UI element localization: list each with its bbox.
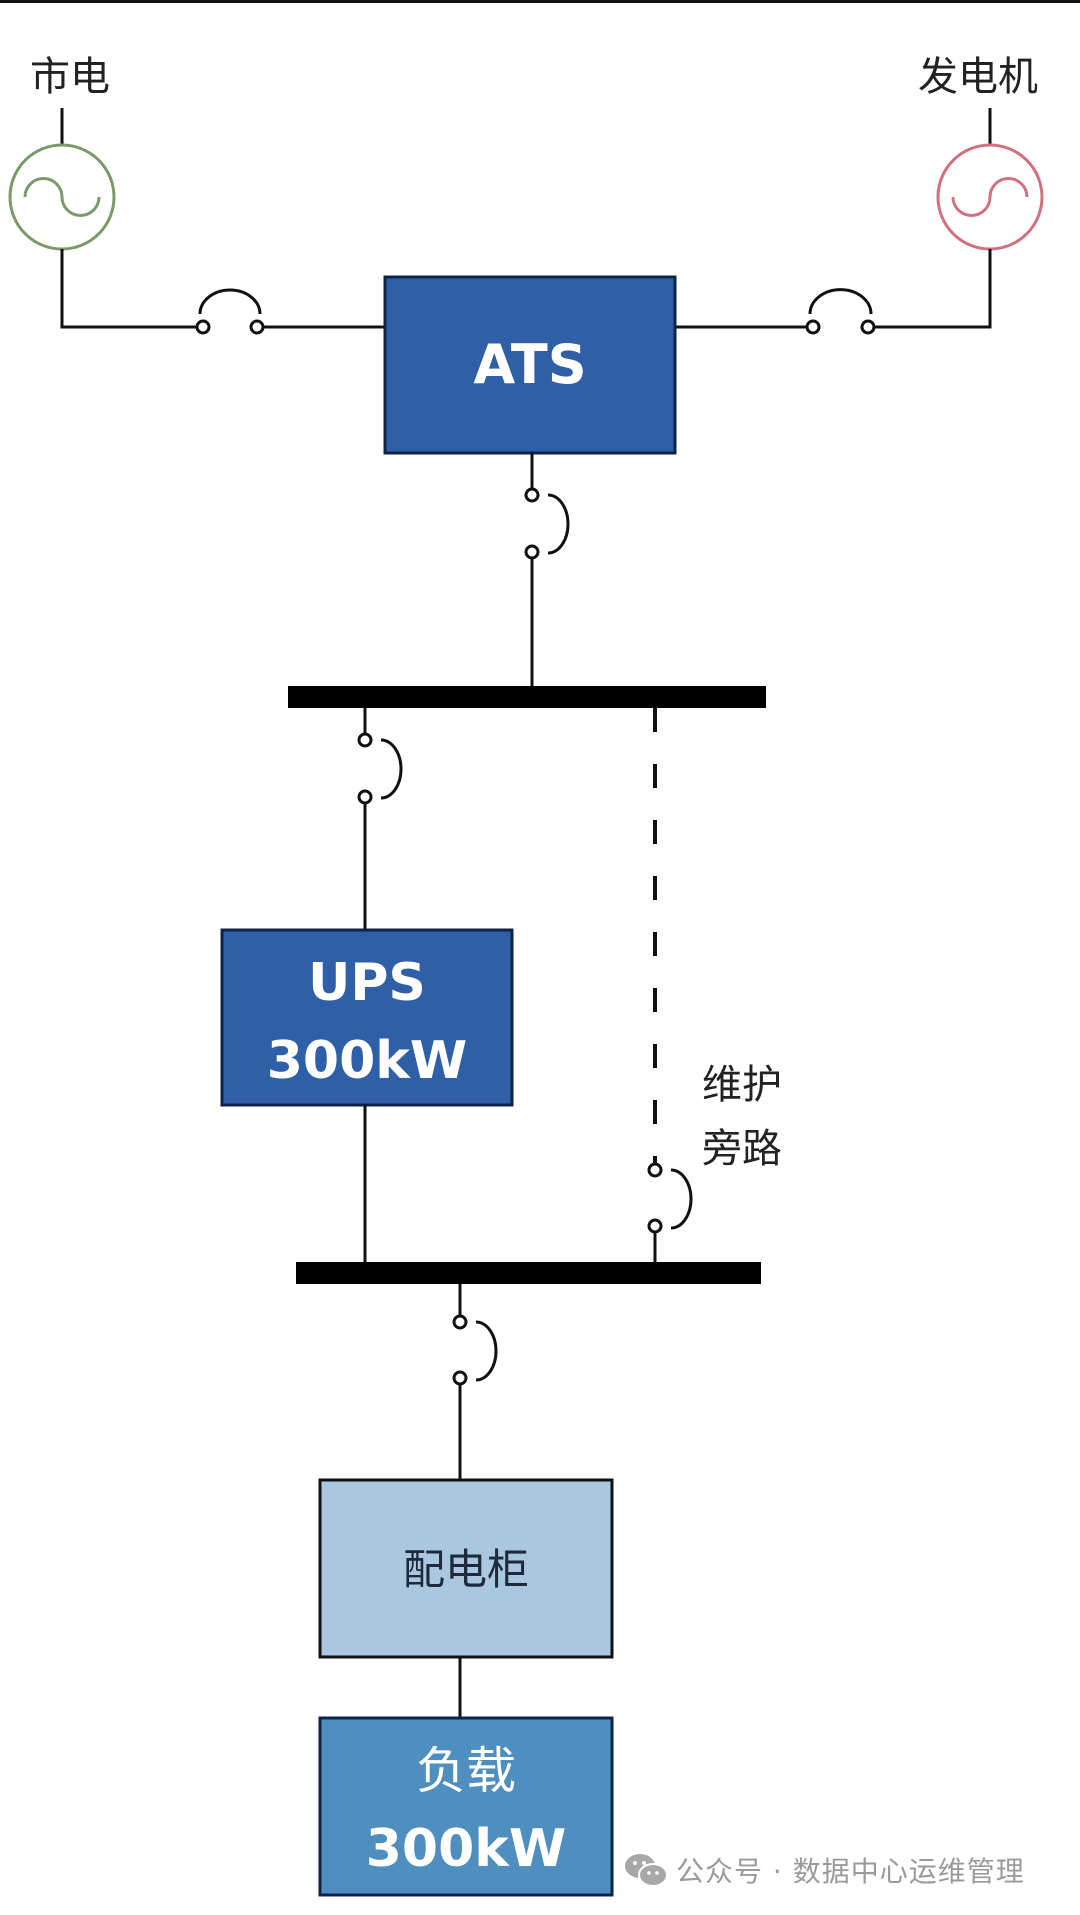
utility-breaker [195, 288, 385, 335]
ups-box [220, 928, 514, 1107]
utility-wire [60, 249, 200, 329]
breaker-arc-icon [198, 288, 262, 315]
utility-source: 市电 [8, 54, 200, 329]
maintenance-bypass: 维护 旁路 [647, 708, 782, 1264]
breaker-contact-icon [452, 1314, 468, 1330]
distribution-cabinet-box [318, 1478, 614, 1659]
breaker-contact-icon [249, 319, 265, 335]
breaker-contact-icon [452, 1370, 468, 1386]
breaker-contact-icon [524, 487, 540, 503]
distribution-cabinet-label: 配电柜 [403, 1545, 529, 1594]
breaker-contact-icon [357, 732, 373, 748]
load-label: 负载 [416, 1742, 516, 1800]
breaker-arc-icon [547, 493, 570, 555]
watermark-text: 公众号 · 数据中心运维管理 [676, 1855, 1025, 1888]
generator-label: 发电机 [918, 54, 1038, 100]
breaker-contact-icon [805, 319, 821, 335]
load-capacity-label: 300kW [366, 1819, 566, 1879]
breaker-arc-icon [475, 1320, 498, 1382]
ups-input-breaker [357, 708, 403, 930]
generator-wire [873, 249, 992, 329]
ups-block: UPS 300kW [220, 928, 514, 1107]
breaker-arc-icon [808, 288, 873, 315]
breaker-contact-icon [524, 544, 540, 560]
load-box [318, 1716, 614, 1897]
generator-breaker [675, 288, 876, 335]
bypass-label-line1: 维护 [702, 1062, 782, 1108]
sine-wave-icon [23, 177, 101, 217]
ats-block: ATS [383, 275, 677, 455]
breaker-arc-icon [380, 738, 403, 800]
ats-box [383, 275, 677, 455]
utility-label: 市电 [30, 54, 110, 100]
ups-capacity-label: 300kW [267, 1031, 467, 1091]
ats-label: ATS [473, 333, 586, 396]
breaker-contact-icon [647, 1162, 663, 1178]
distribution-cabinet-block: 配电柜 [318, 1478, 614, 1659]
ats-output-breaker [524, 453, 570, 694]
breaker-contact-icon [647, 1218, 663, 1234]
breaker-contact-icon [357, 789, 373, 805]
watermark: 公众号 · 数据中心运维管理 [624, 1848, 1025, 1892]
breaker-arc-icon [670, 1168, 693, 1230]
output-breaker [452, 1284, 498, 1480]
top-edge-bar [0, 0, 1080, 3]
generator-source: 发电机 [873, 54, 1044, 329]
wechat-icon [625, 1854, 668, 1887]
breaker-contact-icon [860, 319, 876, 335]
breaker-contact-icon [195, 319, 211, 335]
load-block: 负载 300kW [318, 1716, 614, 1897]
ups-label: UPS [308, 953, 426, 1013]
bypass-label-line2: 旁路 [702, 1126, 782, 1172]
sine-wave-icon [951, 177, 1029, 217]
input-busbar [288, 686, 766, 708]
output-busbar [296, 1262, 761, 1284]
